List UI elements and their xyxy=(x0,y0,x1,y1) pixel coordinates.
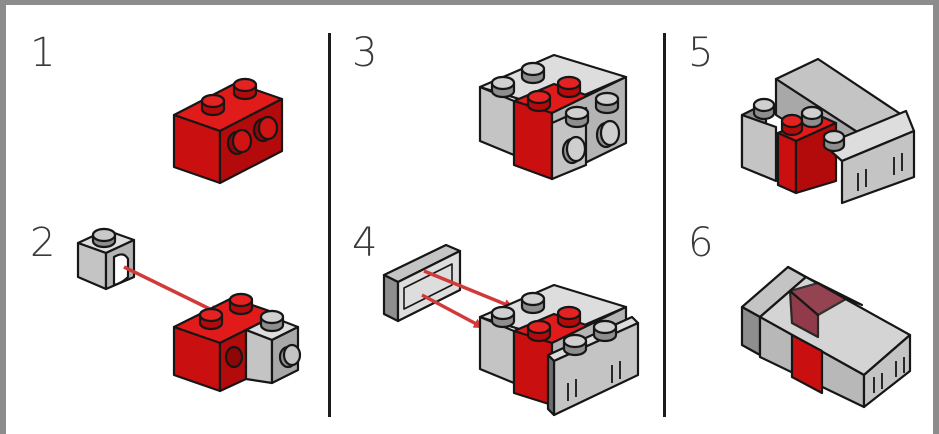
panel-divider-right xyxy=(663,33,666,417)
step-6-finished-model-icon xyxy=(740,265,912,409)
step-5-assembly-icon xyxy=(740,57,916,205)
step-2-arrow-icon xyxy=(123,265,220,315)
step-2-assembly-icon xyxy=(172,292,302,393)
panel-divider-left xyxy=(328,33,331,417)
step-number-3: 3 xyxy=(352,30,378,76)
step-4-arrow-bottom-icon xyxy=(421,293,484,329)
instruction-sheet: 1 2 3 4 5 6 xyxy=(6,5,933,434)
step-4-assembly-icon xyxy=(478,283,640,417)
step-number-1: 1 xyxy=(30,30,56,76)
step-3-assembly-icon xyxy=(478,53,628,181)
step-4-arrow-top-icon xyxy=(423,269,514,309)
step-number-6: 6 xyxy=(688,220,714,266)
step-1-red-brick-icon xyxy=(172,77,284,185)
instruction-illustrations xyxy=(76,53,916,417)
step-2-gray-headlight-brick-icon xyxy=(76,227,136,291)
step-4-tile-plate-icon xyxy=(382,243,462,323)
step-number-2: 2 xyxy=(30,220,56,266)
step-number-4: 4 xyxy=(352,220,378,266)
step-number-5: 5 xyxy=(688,30,714,76)
